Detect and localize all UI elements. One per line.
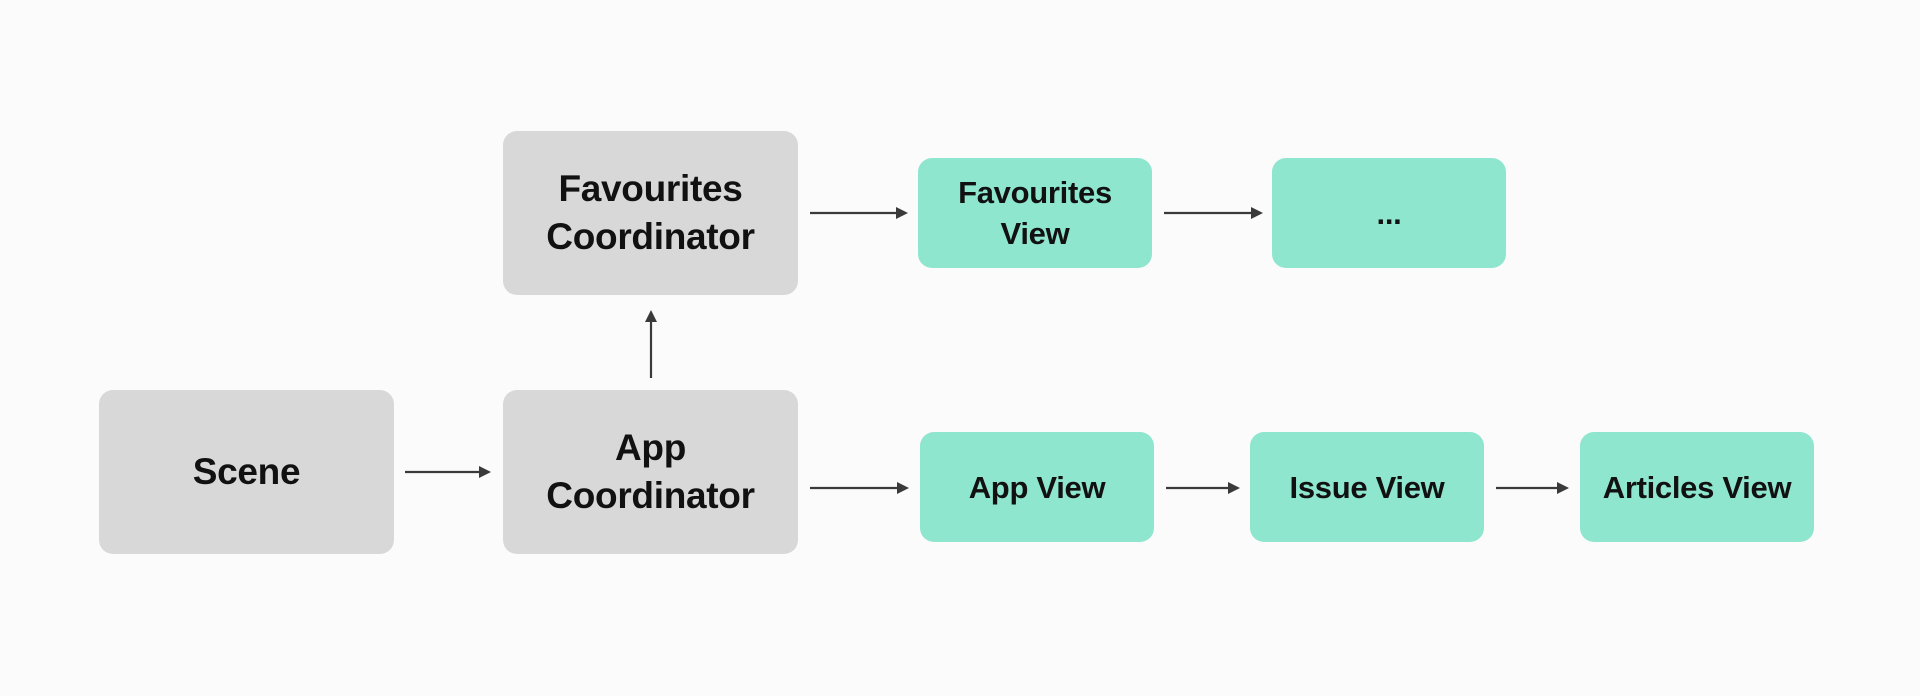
app-view-node: App View — [920, 432, 1154, 542]
arrow-scene-to-app-coordinator — [405, 466, 491, 478]
scene-node: Scene — [99, 390, 394, 554]
arrow-app-coordinator-to-favourites-coordinator — [645, 310, 657, 378]
arrow-favourites-view-to-more — [1164, 207, 1263, 219]
arrow-app-view-to-issue-view — [1166, 482, 1240, 494]
arrow-issue-view-to-articles-view — [1496, 482, 1569, 494]
issue-view-node: Issue View — [1250, 432, 1484, 542]
arrow-favourites-coordinator-to-favourites-view — [810, 207, 908, 219]
favourites-view-node: Favourites View — [918, 158, 1152, 268]
arrow-app-coordinator-to-app-view — [810, 482, 909, 494]
favourites-coordinator-node: Favourites Coordinator — [503, 131, 798, 295]
articles-view-node: Articles View — [1580, 432, 1814, 542]
more-node: ... — [1272, 158, 1506, 268]
app-coordinator-node: App Coordinator — [503, 390, 798, 554]
